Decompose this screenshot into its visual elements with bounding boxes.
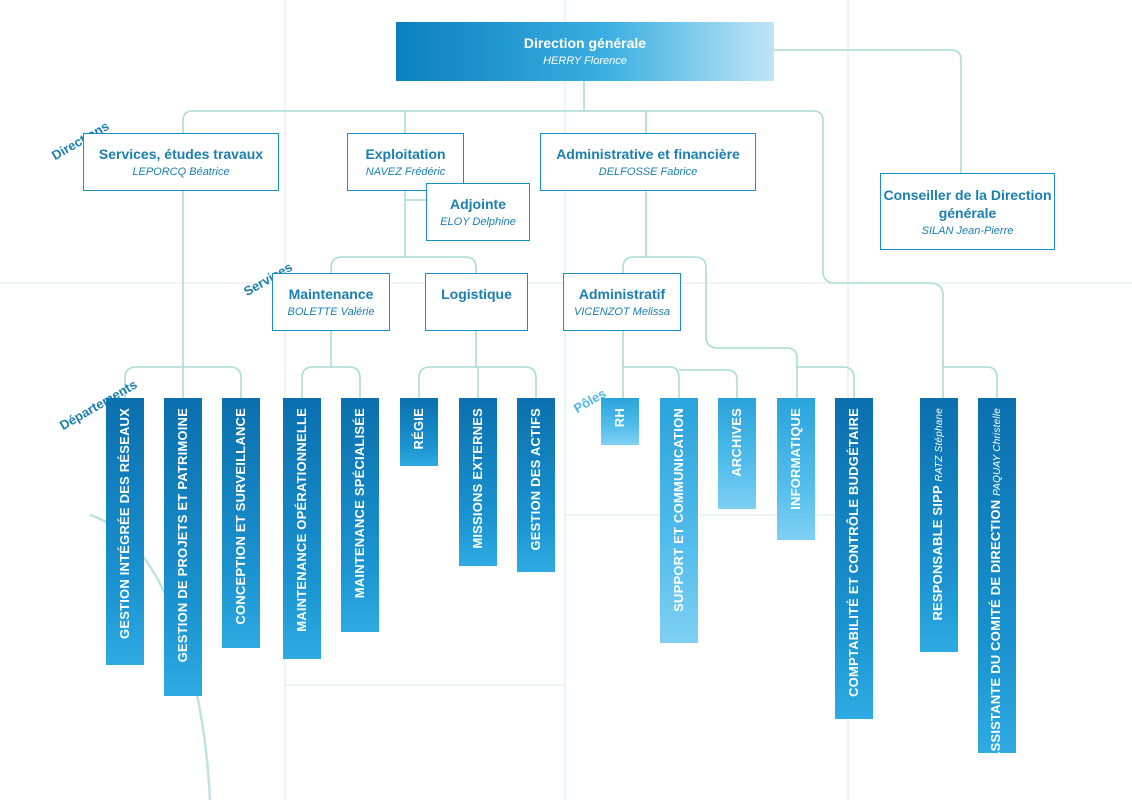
adjointe-name: ELOY Delphine — [440, 216, 516, 228]
service-name: BOLETTE Valérie — [287, 306, 375, 318]
direction-generale-box: Direction générale HERRY Florence — [396, 22, 774, 81]
service-maintenance-box: Maintenance BOLETTE Valérie — [272, 273, 390, 331]
service-title: Logistique — [441, 286, 512, 302]
pole-label: RH — [612, 408, 627, 428]
service-name: VICENZOT Melissa — [574, 306, 670, 318]
departement-bar-maintenance-operationnelle: MAINTENANCE OPÉRATIONNELLE — [283, 398, 321, 659]
conseiller-box: Conseiller de la Direction générale SILA… — [880, 173, 1055, 250]
pole-bar-archives: ARCHIVES — [718, 398, 756, 509]
staff-title: ASSISTANTE DU COMITÉ DE DIRECTION — [988, 499, 1003, 761]
pole-label: INFORMATIQUE — [788, 408, 803, 510]
staff-name: RATZ Stéphane — [934, 408, 945, 482]
direction-name: LEPORCQ Béatrice — [132, 166, 230, 178]
staff-title: RESPONSABLE SIPP — [930, 485, 945, 621]
departement-bar-regie: RÉGIE — [400, 398, 438, 466]
service-logistique-box: Logistique — [425, 273, 528, 331]
departement-label: RÉGIE — [411, 408, 426, 450]
pole-label: COMPTABILITÉ ET CONTRÔLE BUDGÉTAIRE — [846, 408, 861, 697]
direction-exploitation-box: Exploitation NAVEZ Frédéric — [347, 133, 464, 191]
service-title: Maintenance — [288, 286, 374, 302]
staff-bar-assistante-comite: ASSISTANTE DU COMITÉ DE DIRECTION PAQUAY… — [978, 398, 1016, 761]
direction-name: DELFOSSE Fabrice — [598, 166, 698, 178]
pole-label: ARCHIVES — [729, 408, 744, 477]
departement-bar-maintenance-specialisee: MAINTENANCE SPÉCIALISÉE — [341, 398, 379, 632]
pole-bar-support-communication: SUPPORT ET COMMUNICATION — [660, 398, 698, 643]
departement-bar-gestion-integree: GESTION INTÉGRÉE DES RÉSEAUX — [106, 398, 144, 665]
departement-bar-conception: CONCEPTION ET SURVEILLANCE — [222, 398, 260, 648]
service-administratif-box: Administratif VICENZOT Melissa — [563, 273, 681, 331]
staff-name: PAQUAY Christelle — [992, 408, 1003, 496]
departement-label: MISSIONS EXTERNES — [470, 408, 485, 549]
adjointe-box: Adjointe ELOY Delphine — [426, 183, 530, 241]
conseiller-name: SILAN Jean-Pierre — [921, 225, 1014, 237]
departement-label: MAINTENANCE OPÉRATIONNELLE — [294, 408, 309, 632]
departement-bar-gestion-actifs: GESTION DES ACTIFS — [517, 398, 555, 572]
departement-label: CONCEPTION ET SURVEILLANCE — [233, 408, 248, 625]
adjointe-title: Adjointe — [450, 196, 506, 212]
staff-label: ASSISTANTE DU COMITÉ DE DIRECTION PAQUAY… — [988, 408, 1006, 761]
direction-name: NAVEZ Frédéric — [365, 166, 446, 178]
pole-bar-informatique: INFORMATIQUE — [777, 398, 815, 540]
departement-label: GESTION DE PROJETS ET PATRIMOINE — [175, 408, 190, 663]
staff-bar-responsable-sipp: RESPONSABLE SIPP RATZ Stéphane — [920, 398, 958, 652]
service-title: Administratif — [578, 286, 666, 302]
staff-label: RESPONSABLE SIPP RATZ Stéphane — [930, 408, 948, 621]
direction-title: Administrative et financière — [556, 146, 740, 162]
departement-label: MAINTENANCE SPÉCIALISÉE — [352, 408, 367, 599]
direction-services-etudes-box: Services, études travaux LEPORCQ Béatric… — [83, 133, 279, 191]
departement-label: GESTION INTÉGRÉE DES RÉSEAUX — [117, 408, 132, 639]
direction-title: Exploitation — [365, 146, 446, 162]
direction-generale-title: Direction générale — [523, 35, 647, 51]
pole-bar-rh: RH — [601, 398, 639, 445]
pole-label: SUPPORT ET COMMUNICATION — [671, 408, 686, 612]
direction-title: Services, études travaux — [98, 146, 264, 162]
pole-bar-comptabilite: COMPTABILITÉ ET CONTRÔLE BUDGÉTAIRE — [835, 398, 873, 719]
conseiller-title: Conseiller de la Direction générale — [883, 187, 1052, 221]
departement-label: GESTION DES ACTIFS — [528, 408, 543, 551]
departement-bar-missions-externes: MISSIONS EXTERNES — [459, 398, 497, 566]
departement-bar-gestion-projets: GESTION DE PROJETS ET PATRIMOINE — [164, 398, 202, 696]
direction-administrative-box: Administrative et financière DELFOSSE Fa… — [540, 133, 756, 191]
direction-generale-name: HERRY Florence — [543, 55, 627, 67]
